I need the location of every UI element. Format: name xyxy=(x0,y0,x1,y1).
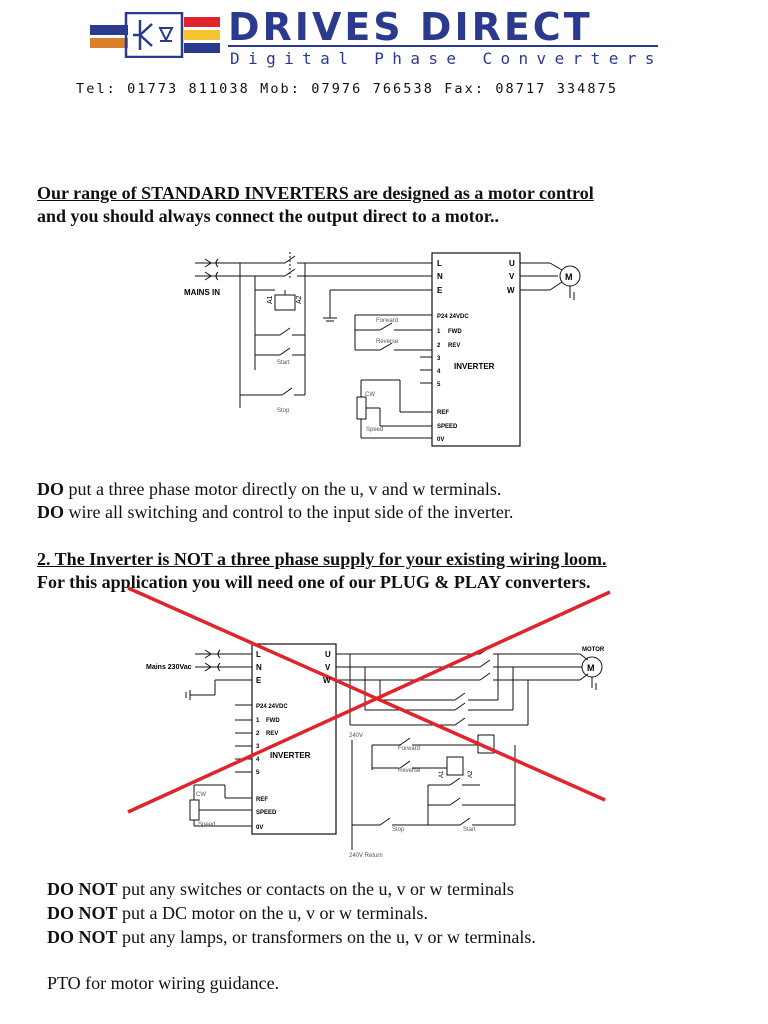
do-not-text: put any switches or contacts on the u, v… xyxy=(117,879,514,899)
do-text: put a three phase motor directly on the … xyxy=(64,479,502,499)
terminal-0v: 0V xyxy=(437,437,444,443)
terminal-fwd: FWD xyxy=(448,329,462,335)
stop-label: Stop xyxy=(392,827,405,833)
cw-label: CW xyxy=(365,392,375,398)
terminal-l: L xyxy=(256,650,261,659)
incorrect-wiring-diagram: Mains 230Vac MOTOR 240V 240V Return Forw… xyxy=(127,586,611,859)
terminal-v: V xyxy=(325,663,331,672)
coil-label-a2: A2 xyxy=(468,770,474,778)
speed-label: Speed xyxy=(198,822,215,828)
terminal-p24: P24 24VDC xyxy=(256,704,288,710)
contactor-label-a2: A2 xyxy=(296,295,303,304)
mains-230vac-label: Mains 230Vac xyxy=(146,664,192,671)
do-item-2: DO wire all switching and control to the… xyxy=(37,501,513,523)
contact-line: Tel: 01773 811038 Mob: 07976 766538 Fax:… xyxy=(76,81,619,97)
contactor-label-a1: A1 xyxy=(267,295,274,304)
do-not-item-2: DO NOT put a DC motor on the u, v or w t… xyxy=(47,902,428,924)
section2-heading-line2: For this application you will need one o… xyxy=(37,572,591,592)
terminal-v: V xyxy=(509,272,515,281)
reverse-label: Reverse xyxy=(376,339,399,345)
do-not-keyword: DO NOT xyxy=(47,927,118,947)
terminal-3: 3 xyxy=(256,744,260,750)
cw-label: CW xyxy=(196,792,206,798)
terminal-w: W xyxy=(507,286,515,295)
do-keyword: DO xyxy=(37,502,64,522)
inverter-label: INVERTER xyxy=(454,362,495,371)
terminal-w: W xyxy=(323,676,331,685)
terminal-e: E xyxy=(437,286,443,295)
terminal-1: 1 xyxy=(256,718,260,724)
forward-label: Forward xyxy=(398,746,420,752)
terminal-rev: REV xyxy=(448,343,460,349)
do-item-1: DO put a three phase motor directly on t… xyxy=(37,478,501,500)
terminal-0v: 0V xyxy=(256,825,263,831)
terminal-speed: SPEED xyxy=(437,424,458,430)
terminal-e: E xyxy=(256,676,262,685)
start-label: Start xyxy=(277,360,290,366)
motor-label: M xyxy=(565,272,573,282)
do-not-item-1: DO NOT put any switches or contacts on t… xyxy=(47,878,514,900)
terminal-5: 5 xyxy=(437,382,441,388)
forward-label: Forward xyxy=(376,318,398,324)
coil-label-a1: A1 xyxy=(439,770,445,778)
terminal-3: 3 xyxy=(437,356,441,362)
pto-note: PTO for motor wiring guidance. xyxy=(47,973,280,993)
do-not-text: put any lamps, or transformers on the u,… xyxy=(117,927,536,947)
do-not-item-3: DO NOT put any lamps, or transformers on… xyxy=(47,926,536,948)
240v-return-label: 240V Return xyxy=(349,853,383,859)
terminal-n: N xyxy=(437,272,443,281)
terminal-ref: REF xyxy=(256,797,268,803)
motor-title: MOTOR xyxy=(582,647,605,653)
section1-heading-line2: and you should always connect the output… xyxy=(37,206,500,226)
terminal-n: N xyxy=(256,663,262,672)
terminal-5: 5 xyxy=(256,770,260,776)
do-keyword: DO xyxy=(37,479,64,499)
do-not-keyword: DO NOT xyxy=(47,903,118,923)
terminal-rev: REV xyxy=(266,731,278,737)
terminal-1: 1 xyxy=(437,329,441,335)
terminal-u: U xyxy=(325,650,331,659)
terminal-4: 4 xyxy=(437,369,441,375)
section2-heading-line1: 2. The Inverter is NOT a three phase sup… xyxy=(37,549,607,569)
correct-wiring-diagram: MAINS IN A1 A2 Start Stop Forward Revers… xyxy=(184,252,581,447)
brand-divider xyxy=(228,45,658,47)
terminal-l: L xyxy=(437,259,442,268)
reverse-label: Reverse xyxy=(398,768,421,774)
terminal-p24: P24 24VDC xyxy=(437,314,469,320)
inverter-label: INVERTER xyxy=(270,751,311,760)
terminal-ref: REF xyxy=(437,410,449,416)
do-not-text: put a DC motor on the u, v or w terminal… xyxy=(117,903,428,923)
start-label: Start xyxy=(463,827,476,833)
section1-heading-line1: Our range of STANDARD INVERTERS are desi… xyxy=(37,183,594,203)
240v-label: 240V xyxy=(349,733,363,739)
mains-in-label: MAINS IN xyxy=(184,288,220,297)
motor-label: M xyxy=(587,663,595,673)
terminal-2: 2 xyxy=(256,731,260,737)
terminal-u: U xyxy=(509,259,515,268)
terminal-4: 4 xyxy=(256,757,260,763)
terminal-2: 2 xyxy=(437,343,441,349)
terminal-speed: SPEED xyxy=(256,810,277,816)
do-not-keyword: DO NOT xyxy=(47,879,118,899)
do-text: wire all switching and control to the in… xyxy=(64,502,514,522)
company-logo-icon xyxy=(90,12,220,58)
terminal-fwd: FWD xyxy=(266,718,280,724)
brand-subtitle: Digital Phase Converters xyxy=(230,49,663,68)
stop-label: Stop xyxy=(277,408,290,414)
speed-label: Speed xyxy=(366,427,383,433)
brand-title: DRIVES DIRECT xyxy=(228,5,593,49)
